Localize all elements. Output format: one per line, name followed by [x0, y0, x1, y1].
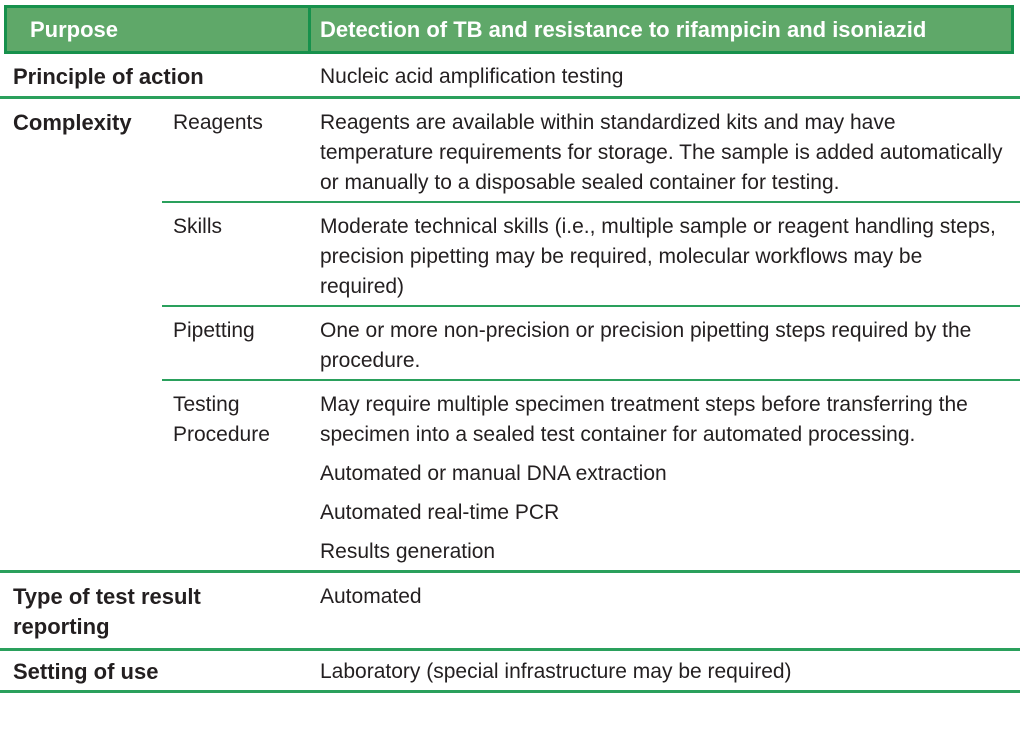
pipetting-label: Pipetting	[173, 319, 255, 342]
row-complexity: Complexity Reagents Reagents are availab…	[0, 99, 1020, 573]
table-body: Principle of action Nucleic acid amplifi…	[0, 54, 1020, 693]
testing-procedure-paragraph-3: Automated real-time PCR	[320, 501, 560, 524]
header-cell-purpose: Purpose	[7, 8, 311, 51]
reporting-label: Type of test result reporting	[13, 584, 201, 639]
purpose-header-label: Purpose	[30, 16, 119, 42]
reagents-paragraph: Reagents are available within standardiz…	[320, 111, 1003, 194]
reporting-value: Automated	[320, 585, 422, 608]
subrow-skills: Skills Moderate technical skills (i.e., …	[162, 201, 1020, 305]
testing-procedure-paragraph-1: May require multiple specimen treatment …	[320, 393, 968, 446]
row-setting-of-use: Setting of use Laboratory (special infra…	[0, 651, 1020, 693]
detection-header-value: Detection of TB and resistance to rifamp…	[320, 16, 927, 42]
skills-text: Moderate technical skills (i.e., multipl…	[320, 203, 1020, 305]
testing-procedure-label: Testing Procedure	[173, 393, 270, 446]
testing-procedure-paragraph-2: Automated or manual DNA extraction	[320, 462, 667, 485]
testing-procedure-paragraph-4: Results generation	[320, 540, 496, 563]
table-header-row: Purpose Detection of TB and resistance t…	[4, 5, 1014, 54]
subrow-testing-procedure: Testing Procedure May require multiple s…	[162, 379, 1020, 570]
reagents-text: Reagents are available within standardiz…	[320, 99, 1020, 201]
reagents-label: Reagents	[173, 111, 263, 134]
complexity-subrows: Reagents Reagents are available within s…	[162, 99, 1020, 570]
subrow-pipetting: Pipetting One or more non-precision or p…	[162, 305, 1020, 379]
complexity-label: Complexity	[13, 110, 132, 135]
row-type-of-test-result-reporting: Type of test result reporting Automated	[0, 573, 1020, 651]
principle-value: Nucleic acid amplification testing	[320, 65, 624, 88]
principle-label: Principle of action	[13, 64, 204, 89]
setting-label: Setting of use	[13, 659, 159, 684]
skills-paragraph: Moderate technical skills (i.e., multipl…	[320, 215, 996, 298]
row-principle-of-action: Principle of action Nucleic acid amplifi…	[0, 54, 1020, 99]
testing-procedure-text: May require multiple specimen treatment …	[320, 381, 1020, 570]
pipetting-paragraph: One or more non-precision or precision p…	[320, 319, 972, 372]
pipetting-text: One or more non-precision or precision p…	[320, 307, 1020, 379]
header-cell-detection: Detection of TB and resistance to rifamp…	[311, 15, 1011, 45]
setting-value: Laboratory (special infrastructure may b…	[320, 660, 792, 683]
skills-label: Skills	[173, 215, 223, 238]
subrow-reagents: Reagents Reagents are available within s…	[162, 99, 1020, 201]
